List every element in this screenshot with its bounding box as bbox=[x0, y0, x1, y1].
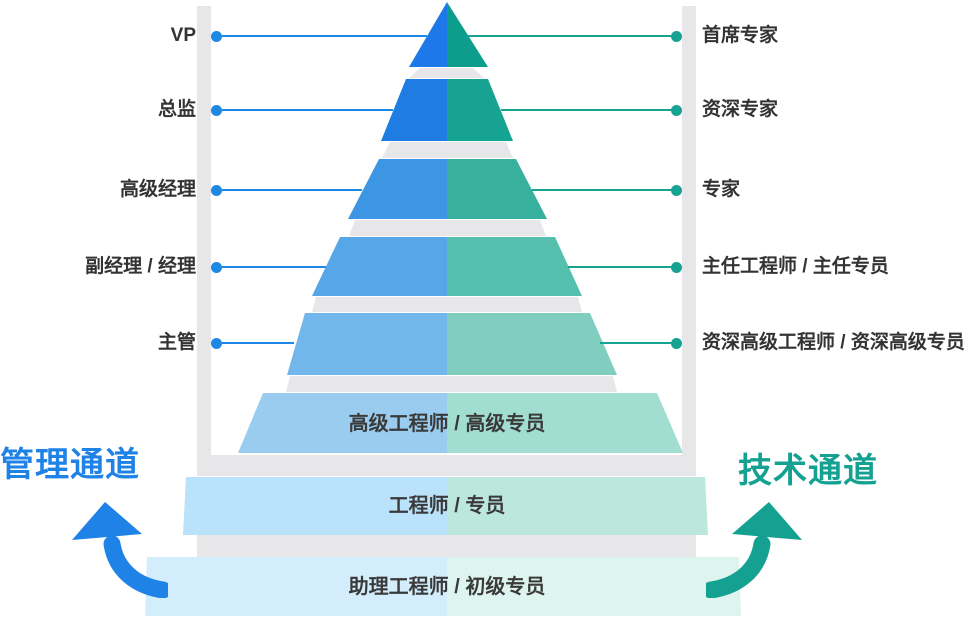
connector-line bbox=[568, 266, 672, 268]
connector-line bbox=[222, 189, 362, 191]
level-8-technical-half bbox=[447, 557, 741, 616]
band-separator-bar bbox=[197, 535, 696, 557]
connector-line bbox=[532, 189, 672, 191]
pyramid-level-6 bbox=[238, 393, 683, 453]
shared-level-label: 助理工程师 / 初级专员 bbox=[348, 576, 546, 598]
management-rank-label: 副经理 / 经理 bbox=[85, 256, 196, 277]
connector-line bbox=[467, 35, 672, 37]
connector-line bbox=[600, 342, 672, 344]
connector-dot bbox=[671, 338, 682, 349]
level-3-management-half bbox=[348, 159, 447, 219]
connector-dot bbox=[671, 31, 682, 42]
technical-rank-label: 资深专家 bbox=[702, 99, 779, 120]
level-5-technical-half bbox=[447, 313, 617, 375]
technical-arrow-icon bbox=[706, 502, 802, 598]
connector-line bbox=[222, 35, 427, 37]
level-7-technical-half bbox=[447, 477, 708, 535]
pyramid-separator bbox=[286, 376, 617, 392]
connector-dot bbox=[211, 185, 222, 196]
left-rail bbox=[197, 6, 211, 455]
management-rank-label: VP bbox=[170, 25, 196, 46]
connector-dot bbox=[211, 338, 222, 349]
level-4-management-half bbox=[312, 237, 447, 296]
pyramid-separator bbox=[349, 220, 546, 236]
level-7-management-half bbox=[183, 477, 447, 535]
frame-bottom-bar bbox=[197, 455, 696, 476]
technical-rank-label: 主任工程师 / 主任专员 bbox=[702, 256, 889, 277]
pyramid-level-4 bbox=[312, 237, 582, 296]
connector-line bbox=[222, 109, 393, 111]
level-8-management-half bbox=[145, 557, 447, 616]
pyramid-separator bbox=[382, 142, 513, 158]
technical-channel-title: 技术通道 bbox=[738, 452, 878, 490]
connector-dot bbox=[671, 262, 682, 273]
right-rail bbox=[682, 6, 696, 455]
management-channel-title: 管理通道 bbox=[0, 446, 140, 484]
level-6-management-half bbox=[238, 393, 447, 453]
management-rank-label: 高级经理 bbox=[119, 179, 196, 200]
pyramid-level-3 bbox=[348, 159, 547, 219]
connector-line bbox=[222, 342, 294, 344]
pyramid-separator bbox=[312, 297, 582, 312]
shared-level-label: 工程师 / 专员 bbox=[388, 495, 506, 517]
pyramid-level-7 bbox=[183, 477, 708, 535]
technical-rank-label: 资深高级工程师 / 资深高级专员 bbox=[702, 332, 965, 353]
connector-dot bbox=[211, 105, 222, 116]
shared-level-label: 高级工程师 / 高级专员 bbox=[348, 413, 546, 435]
management-rank-label: 总监 bbox=[157, 99, 196, 120]
level-5-management-half bbox=[287, 313, 447, 375]
level-4-technical-half bbox=[447, 237, 582, 296]
technical-rank-label: 专家 bbox=[702, 179, 741, 200]
management-arrow-icon bbox=[72, 502, 168, 598]
management-rank-label: 主管 bbox=[157, 332, 196, 353]
connector-line bbox=[501, 109, 672, 111]
connector-dot bbox=[671, 105, 682, 116]
pyramid-separator bbox=[409, 68, 484, 78]
pyramid-level-2 bbox=[381, 79, 513, 141]
level-6-technical-half bbox=[447, 393, 683, 453]
pyramid-level-5 bbox=[287, 313, 617, 375]
pyramid-level-8 bbox=[145, 557, 741, 616]
connector-line bbox=[222, 266, 326, 268]
connector-dot bbox=[211, 262, 222, 273]
connector-dot bbox=[211, 31, 222, 42]
connector-dot bbox=[671, 185, 682, 196]
technical-rank-label: 首席专家 bbox=[702, 25, 779, 46]
